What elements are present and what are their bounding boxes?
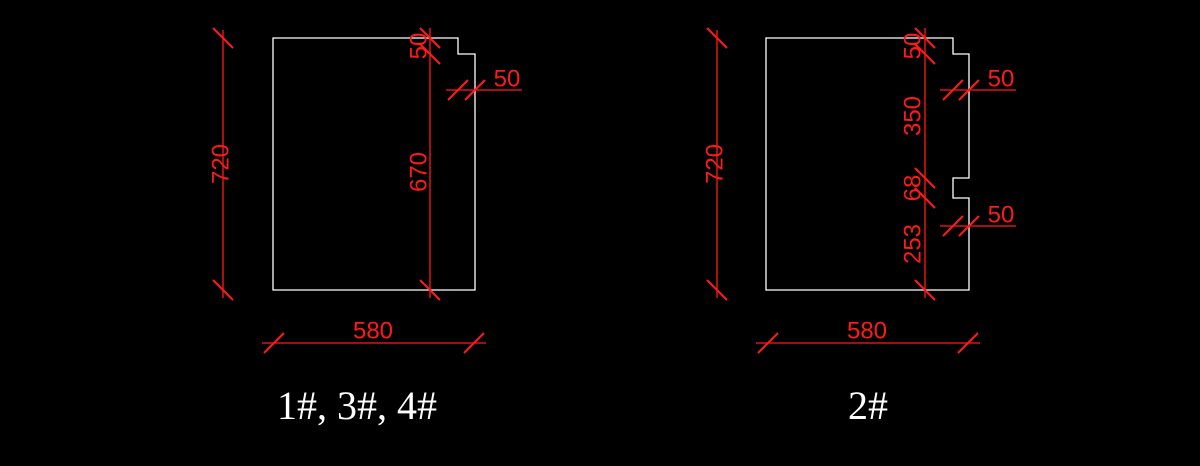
left-notch-depth-label: 50 bbox=[494, 65, 521, 92]
right-height-dimension: 720 bbox=[701, 27, 728, 301]
left-notch-height-label: 50 bbox=[405, 33, 432, 60]
right-mid-notch-label: 68 bbox=[899, 175, 926, 202]
left-height-label: 720 bbox=[207, 144, 234, 184]
right-top-notch-depth-label: 50 bbox=[988, 65, 1015, 92]
right-mid-notch-depth-label: 50 bbox=[988, 201, 1015, 228]
panel-right: 720 50 350 68 253 50 50 bbox=[701, 27, 1016, 428]
right-panel-caption: 2# bbox=[848, 383, 888, 428]
right-top-notch-label: 50 bbox=[899, 33, 926, 60]
right-width-label: 580 bbox=[847, 317, 887, 344]
left-notch-depth-dimension: 50 bbox=[446, 65, 522, 101]
left-panel-caption: 1#, 3#, 4# bbox=[277, 383, 437, 428]
left-height-dimension: 720 bbox=[207, 27, 234, 301]
right-width-dimension: 580 bbox=[756, 317, 980, 354]
panel-left-outline bbox=[272, 37, 476, 291]
right-top-notch-depth-dimension: 50 bbox=[940, 65, 1016, 101]
panel-right-outline bbox=[765, 37, 970, 291]
left-width-dimension: 580 bbox=[262, 317, 486, 354]
left-body-height-label: 670 bbox=[405, 152, 432, 192]
left-width-label: 580 bbox=[353, 317, 393, 344]
right-mid-notch-depth-dimension: 50 bbox=[940, 201, 1016, 237]
right-upper-body-label: 350 bbox=[899, 96, 926, 136]
right-lower-body-label: 253 bbox=[899, 224, 926, 264]
left-vertical-chain-dimension: 50 670 bbox=[405, 27, 441, 301]
panel-left: 720 50 670 50 580 1#, 3#, 4# bbox=[207, 27, 522, 428]
right-height-label: 720 bbox=[701, 144, 728, 184]
right-vertical-chain-dimension: 50 350 68 253 bbox=[899, 27, 936, 301]
